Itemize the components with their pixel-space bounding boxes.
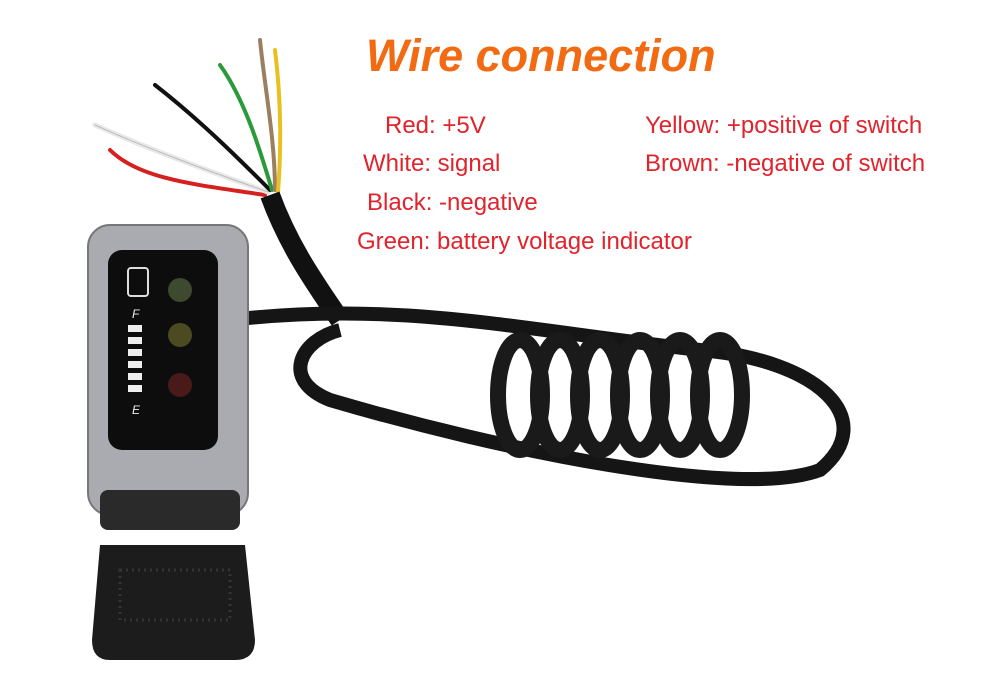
thumb-lever: [92, 545, 255, 660]
label-white: White: signal: [363, 150, 501, 177]
label-red: Red: +5V: [385, 112, 486, 139]
coiled-cable: [490, 332, 750, 458]
label-black: Black: -negative: [367, 189, 538, 216]
title: Wire connection: [366, 30, 716, 81]
label-green: Green: battery voltage indicator: [357, 228, 692, 255]
label-brown: Brown: -negative of switch: [645, 150, 926, 177]
gauge-empty-label: E: [132, 403, 141, 417]
gauge-full-label: F: [132, 307, 140, 321]
wires: [92, 38, 283, 197]
throttle-body: F E: [87, 224, 249, 530]
label-yellow: Yellow: +positive of switch: [645, 112, 923, 139]
